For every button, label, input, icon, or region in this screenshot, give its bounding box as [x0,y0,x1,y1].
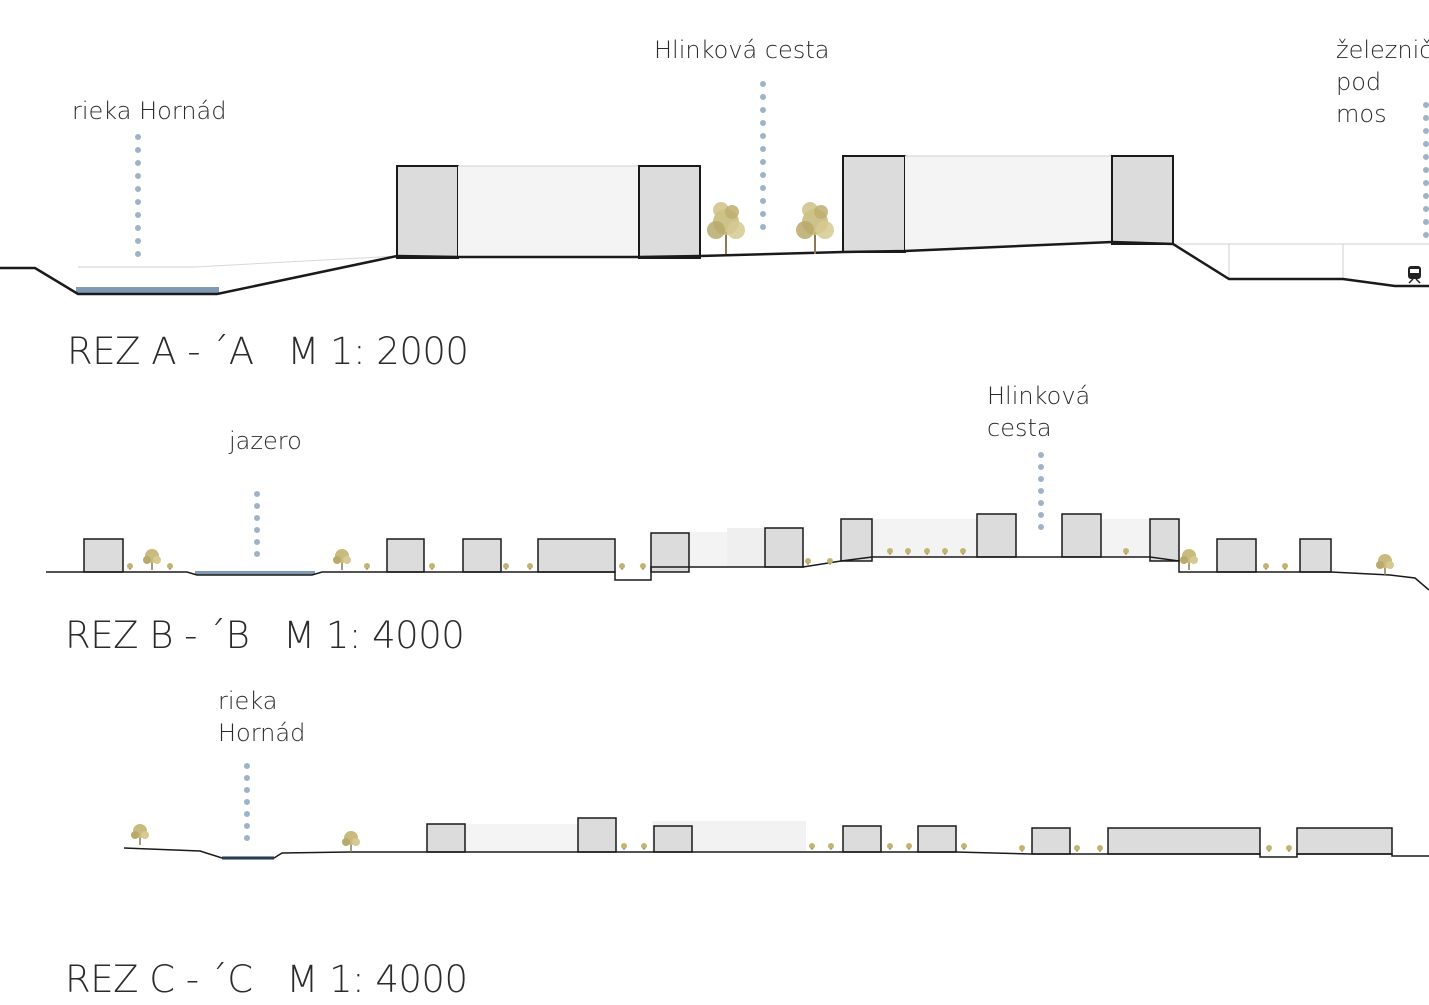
building [386,538,425,573]
label-rieka-hornad-a: rieka Hornád [72,97,227,125]
section-title-c: REZ C - ´C M 1: 4000 [65,958,468,1001]
label-hlinkova-cesta-a: Hlinková cesta [654,36,830,64]
ground-line [46,556,1429,591]
building [462,538,502,573]
building [917,825,957,853]
courtyard [905,156,1112,252]
building [1296,827,1393,855]
building [577,817,617,853]
building [426,823,466,853]
building [1149,518,1180,562]
label-hlinkova-cesta-b: Hlinková cesta [987,382,1091,442]
building [1061,513,1102,558]
river-water [76,287,219,294]
train-icon [1408,266,1421,284]
ground-line [0,240,1429,296]
building [842,155,906,253]
building [1111,155,1174,245]
lake-water [195,571,315,575]
building [537,538,616,573]
section-b [46,452,1429,591]
building [638,165,701,259]
section-c [123,763,1429,860]
building [83,538,124,573]
building [396,165,459,259]
section-title-b: REZ B - ´B M 1: 4000 [65,614,465,657]
building [842,825,882,853]
building [840,518,873,562]
section-a [0,81,1429,296]
building [1031,827,1071,855]
building [1216,538,1257,573]
ground-line [123,847,1429,859]
label-rieka-hornad-c: rieka Hornád [218,687,306,747]
building [1299,538,1332,573]
label-zeleznica-pod-mostom: železnič pod mos [1336,36,1429,128]
building [653,825,693,853]
courtyard [458,166,639,258]
building [764,527,804,568]
label-jazero: jazero [229,427,302,455]
section-title-a: REZ A - ´A M 1: 2000 [67,330,469,373]
building [650,532,690,573]
building [976,513,1017,558]
building [1107,827,1261,855]
